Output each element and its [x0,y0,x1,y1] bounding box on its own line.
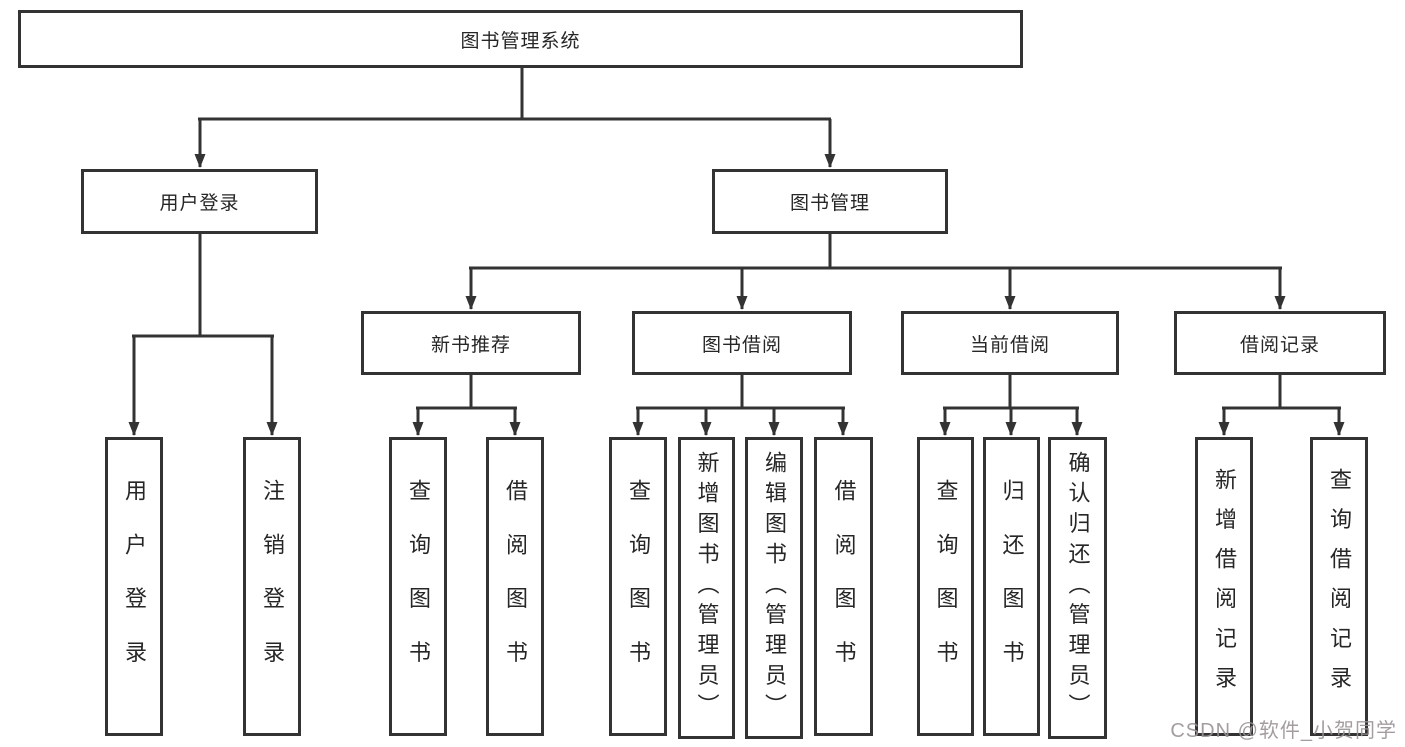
leaf-label: 编辑图书（管理员） [762,451,787,725]
leaf-query-borrow-record: 查询借阅记录 [1310,437,1368,736]
node-new-book-recommend: 新书推荐 [361,311,581,375]
node-label: 图书管理系统 [460,30,581,52]
leaf-label: 查询图书 [626,478,651,695]
leaf-query-book-current: 查询图书 [917,437,974,736]
node-label: 图书管理 [789,193,870,214]
leaf-borrow-book: 借阅图书 [814,437,873,736]
node-label: 新书推荐 [430,334,511,356]
node-label: 借阅记录 [1239,334,1320,356]
leaf-label: 借阅图书 [503,478,528,695]
leaf-confirm-return-admin: 确认归还（管理员） [1048,437,1107,739]
leaf-label: 用户登录 [122,478,147,695]
node-label: 当前借阅 [969,334,1050,356]
leaf-label: 归还图书 [999,478,1025,695]
node-current-borrow: 当前借阅 [901,311,1119,375]
leaf-logout: 注销登录 [243,437,301,736]
watermark: CSDN @软件_小贺同学 [1170,720,1397,742]
leaf-query-book-borrow: 查询图书 [609,437,667,736]
leaf-label: 确认归还（管理员） [1065,451,1091,725]
node-label: 图书借阅 [701,334,782,356]
leaf-label: 新增借阅记录 [1212,467,1237,706]
leaf-label: 查询图书 [406,478,431,695]
node-user-login: 用户登录 [81,169,318,234]
node-library-management-system: 图书管理系统 [18,10,1023,68]
node-label: 用户登录 [159,193,240,214]
node-borrow-record: 借阅记录 [1174,311,1386,375]
leaf-label: 查询借阅记录 [1327,467,1352,706]
leaf-borrow-book-recommend: 借阅图书 [486,437,544,736]
leaf-user-login: 用户登录 [105,437,163,736]
node-book-management: 图书管理 [712,169,948,234]
connector-paths [128,67,1345,436]
node-book-borrow: 图书借阅 [632,311,852,375]
leaf-query-book-recommend: 查询图书 [389,437,447,736]
leaf-return-book: 归还图书 [983,437,1040,736]
leaf-add-book-admin: 新增图书（管理员） [678,437,735,739]
leaf-label: 注销登录 [260,478,285,695]
leaf-label: 借阅图书 [831,478,857,695]
leaf-label: 查询图书 [933,478,959,695]
leaf-label: 新增图书（管理员） [694,451,720,725]
leaf-edit-book-admin: 编辑图书（管理员） [745,437,803,739]
leaf-add-borrow-record: 新增借阅记录 [1195,437,1253,736]
